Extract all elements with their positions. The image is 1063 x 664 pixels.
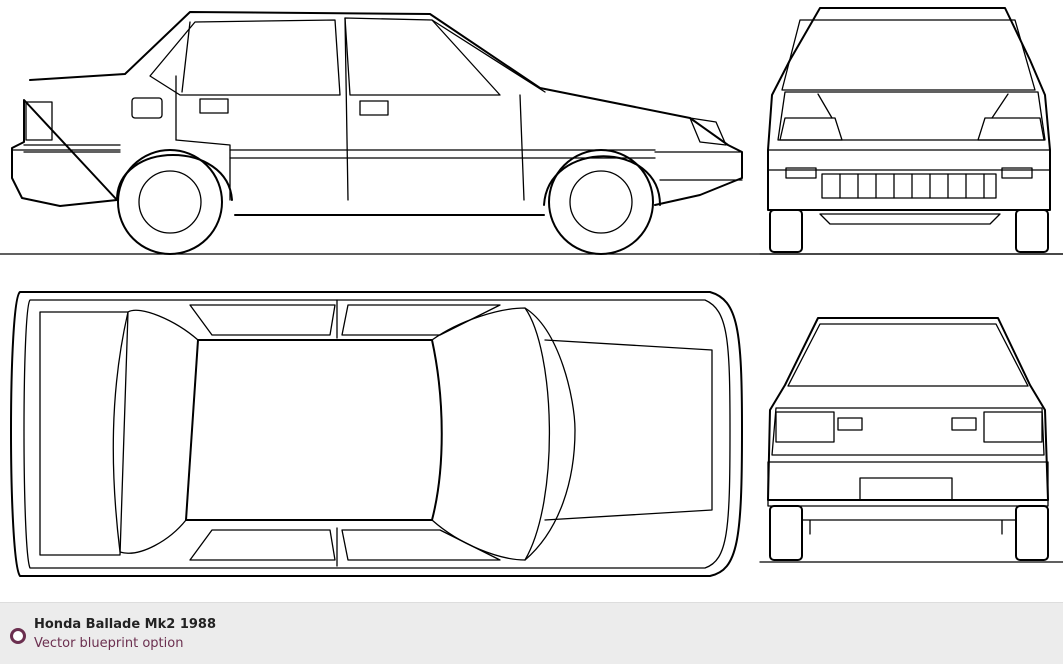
- circle-bullet-icon: [10, 628, 26, 644]
- top-view: [10, 291, 743, 577]
- side-view: [0, 11, 1063, 255]
- front-view: [759, 7, 1063, 255]
- blueprint-drawing: [0, 7, 1063, 577]
- caption-title[interactable]: Honda Ballade Mk2 1988: [34, 617, 217, 632]
- caption-bar: Honda Ballade Mk2 1988 Vector blueprint …: [0, 602, 1063, 664]
- caption-subtitle[interactable]: Vector blueprint option: [34, 636, 184, 651]
- rear-view: [759, 317, 1063, 563]
